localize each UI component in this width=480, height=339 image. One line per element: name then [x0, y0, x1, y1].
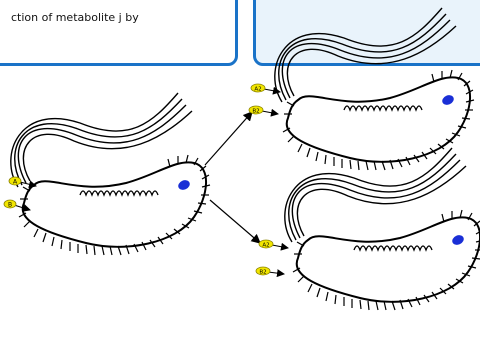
label-top-a: A2: [251, 84, 265, 93]
label-left-a: A: [9, 177, 21, 186]
cell-top-right: [275, 8, 474, 170]
svg-text:B: B: [8, 202, 12, 209]
label-bottom-a: A2: [259, 240, 273, 249]
arrow-to-bottom: [210, 200, 260, 243]
label-top-b: B2: [249, 106, 263, 115]
svg-text:B2: B2: [252, 109, 259, 115]
cell-left: [11, 93, 210, 255]
cell-bottom-right: [285, 148, 480, 310]
label-left-b: B: [4, 200, 16, 209]
arrow-to-top: [205, 112, 252, 165]
svg-text:A2: A2: [254, 87, 261, 93]
svg-text:A2: A2: [262, 243, 269, 249]
label-bottom-b: B2: [256, 267, 270, 276]
svg-text:B2: B2: [259, 270, 266, 276]
